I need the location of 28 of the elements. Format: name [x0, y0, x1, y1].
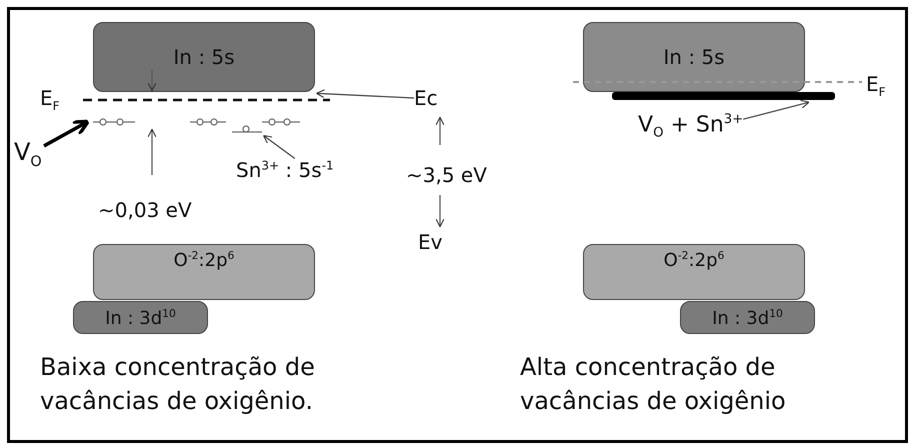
energy-gap-label: ~3,5 eV [406, 163, 487, 187]
arrow [743, 100, 810, 120]
arrow [262, 135, 296, 159]
fermi-level-label: E$_{F}$ [866, 72, 886, 99]
energy-band [93, 244, 315, 300]
valence-band-label: Ev [418, 230, 442, 254]
energy-band [583, 244, 805, 300]
band-label: In : 5s [173, 45, 235, 69]
energy-label: Sn$^{3+}$ : 5s$^{-1}$ [236, 158, 376, 182]
energy-band [93, 22, 315, 92]
caption: Alta concentração de vacâncias de oxigênio [520, 352, 787, 417]
band-label: In : 3d$^{10}$ [105, 306, 176, 328]
energy-label: V$_{O}$ + Sn$^{3+}$ [638, 112, 744, 141]
energy-label: V$_{O}$ [14, 138, 54, 170]
energy-gap-label: ~0,03 eV [98, 198, 192, 222]
arrow [316, 89, 414, 99]
band-label: O$^{-2}$:2p$^{6}$ [174, 249, 234, 271]
arrow [43, 120, 90, 148]
band-label: In : 3d$^{10}$ [712, 306, 783, 328]
energy-band [680, 301, 815, 334]
fermi-level-label: E$_{F}$ [40, 86, 60, 113]
band-label: In : 5s [663, 45, 725, 69]
band-label: O$^{-2}$:2p$^{6}$ [664, 249, 724, 271]
energy-label: Ec [414, 86, 454, 110]
energy-band [583, 22, 805, 92]
caption: Baixa concentração de vacâncias de oxigênio. [40, 352, 316, 417]
impurity-band-bar [612, 92, 835, 100]
energy-band [73, 301, 208, 334]
